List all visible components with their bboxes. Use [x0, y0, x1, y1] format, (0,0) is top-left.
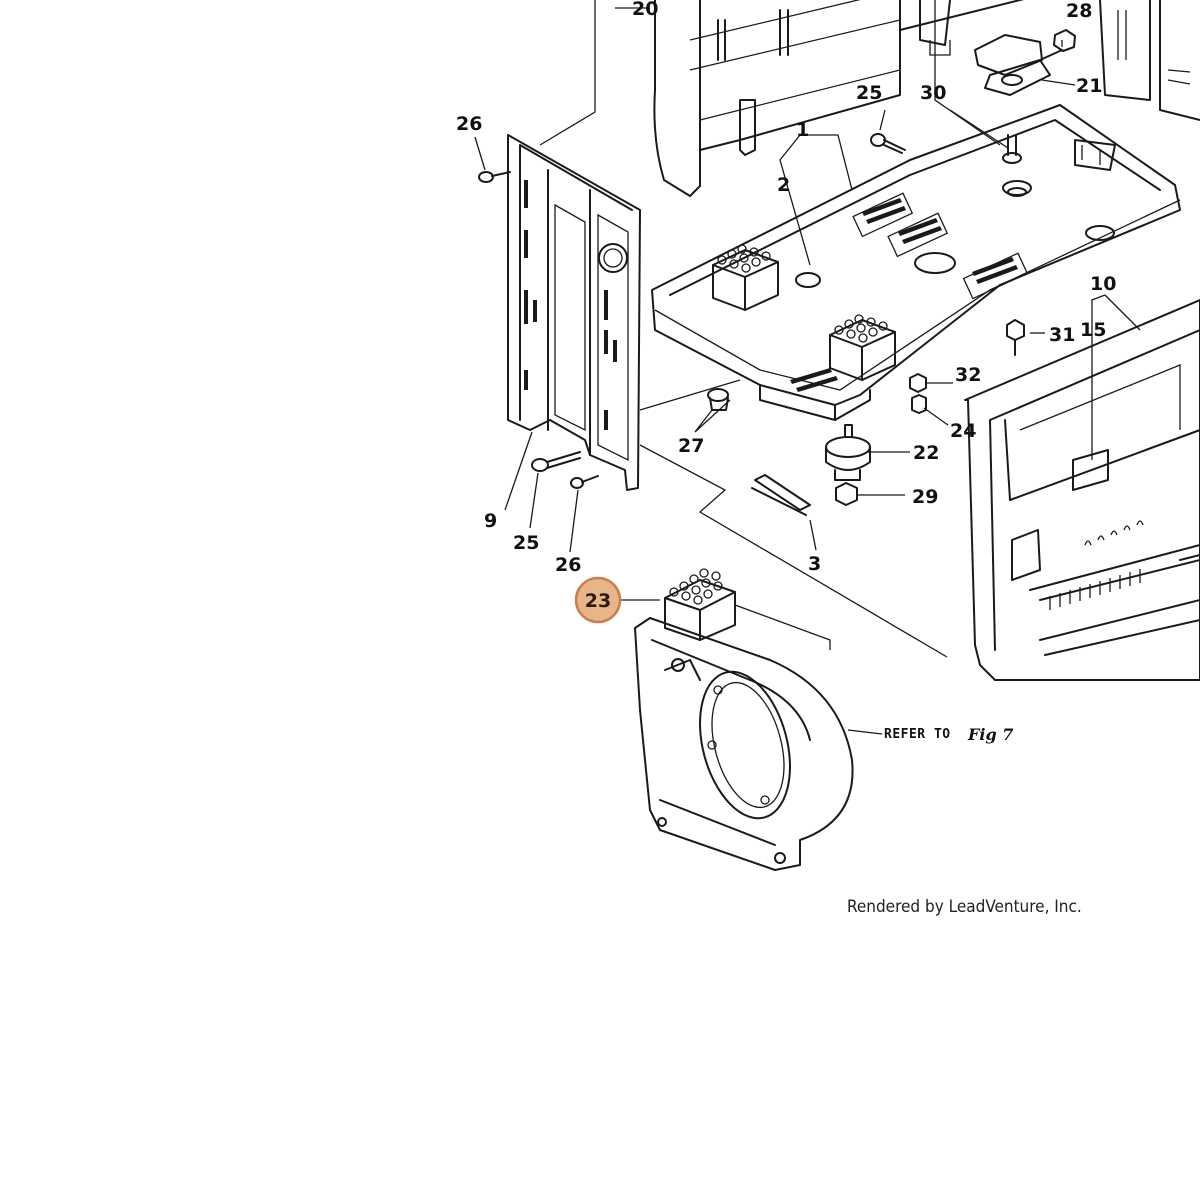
- label-part-22[interactable]: 22: [913, 442, 939, 464]
- bolt-25-bottom: [531, 451, 581, 472]
- hardware: [478, 29, 1076, 516]
- label-part-25-bottom[interactable]: 25: [513, 532, 539, 554]
- credit-text: Rendered by LeadVenture, Inc.: [847, 897, 1082, 917]
- rubber-mount-block-right: [829, 314, 896, 381]
- label-part-23[interactable]: 23: [585, 590, 611, 612]
- label-part-15[interactable]: 15: [1080, 319, 1106, 341]
- refer-note: REFER TO Fig 7: [884, 725, 1013, 744]
- label-part-27[interactable]: 27: [678, 435, 704, 457]
- nut-28: [1039, 29, 1076, 61]
- strap-3: [751, 474, 811, 516]
- label-part-26-bottom[interactable]: 26: [555, 554, 581, 576]
- highlight-circle[interactable]: [574, 576, 622, 624]
- stud-30: [1002, 134, 1022, 164]
- label-part-25-top[interactable]: 25: [856, 82, 882, 104]
- upper-frame: [653, 0, 1200, 197]
- screw-26-bottom: [570, 475, 599, 489]
- highlight-part-23[interactable]: 23: [574, 576, 622, 624]
- rubber-mount-block-left: [712, 244, 779, 311]
- label-part-32[interactable]: 32: [955, 364, 981, 386]
- bolt-31: [1006, 319, 1025, 356]
- refer-figure: Fig 7: [967, 725, 1013, 744]
- rubber-mount-22: [825, 424, 871, 481]
- label-part-20[interactable]: 20: [632, 0, 658, 20]
- nut-24: [911, 394, 927, 414]
- bolt-25-top: [870, 133, 906, 154]
- label-part-1[interactable]: 1: [796, 119, 809, 141]
- label-part-3[interactable]: 3: [808, 553, 821, 575]
- end-panel-part-10: [964, 299, 1200, 681]
- grommet-27: [707, 388, 729, 411]
- label-part-24[interactable]: 24: [950, 420, 976, 442]
- nut-32: [909, 373, 927, 393]
- nut-29: [835, 482, 858, 506]
- side-panel-part-9: [507, 134, 641, 491]
- rubber-mount-block-part-23: [664, 568, 736, 641]
- label-part-9[interactable]: 9: [484, 510, 497, 532]
- tray-slots: [790, 180, 1115, 392]
- screw-26-top: [478, 171, 511, 183]
- fan-shroud: [634, 617, 854, 871]
- label-part-21[interactable]: 21: [1076, 75, 1102, 97]
- louver-slots: [1049, 520, 1144, 610]
- refer-text: REFER TO: [884, 727, 951, 742]
- label-part-26-top[interactable]: 26: [456, 113, 482, 135]
- label-part-28[interactable]: 28: [1066, 0, 1092, 22]
- label-part-2[interactable]: 2: [777, 174, 790, 196]
- bracket-21: [974, 34, 1051, 96]
- part-labels: 1 2 3 9 10 15 20 21 22 24 25 25 26 26 27…: [456, 0, 1116, 576]
- base-tray: [651, 104, 1181, 421]
- label-part-30[interactable]: 30: [920, 82, 946, 104]
- label-part-31[interactable]: 31: [1049, 324, 1075, 346]
- label-part-10[interactable]: 10: [1090, 273, 1116, 295]
- label-part-29[interactable]: 29: [912, 486, 938, 508]
